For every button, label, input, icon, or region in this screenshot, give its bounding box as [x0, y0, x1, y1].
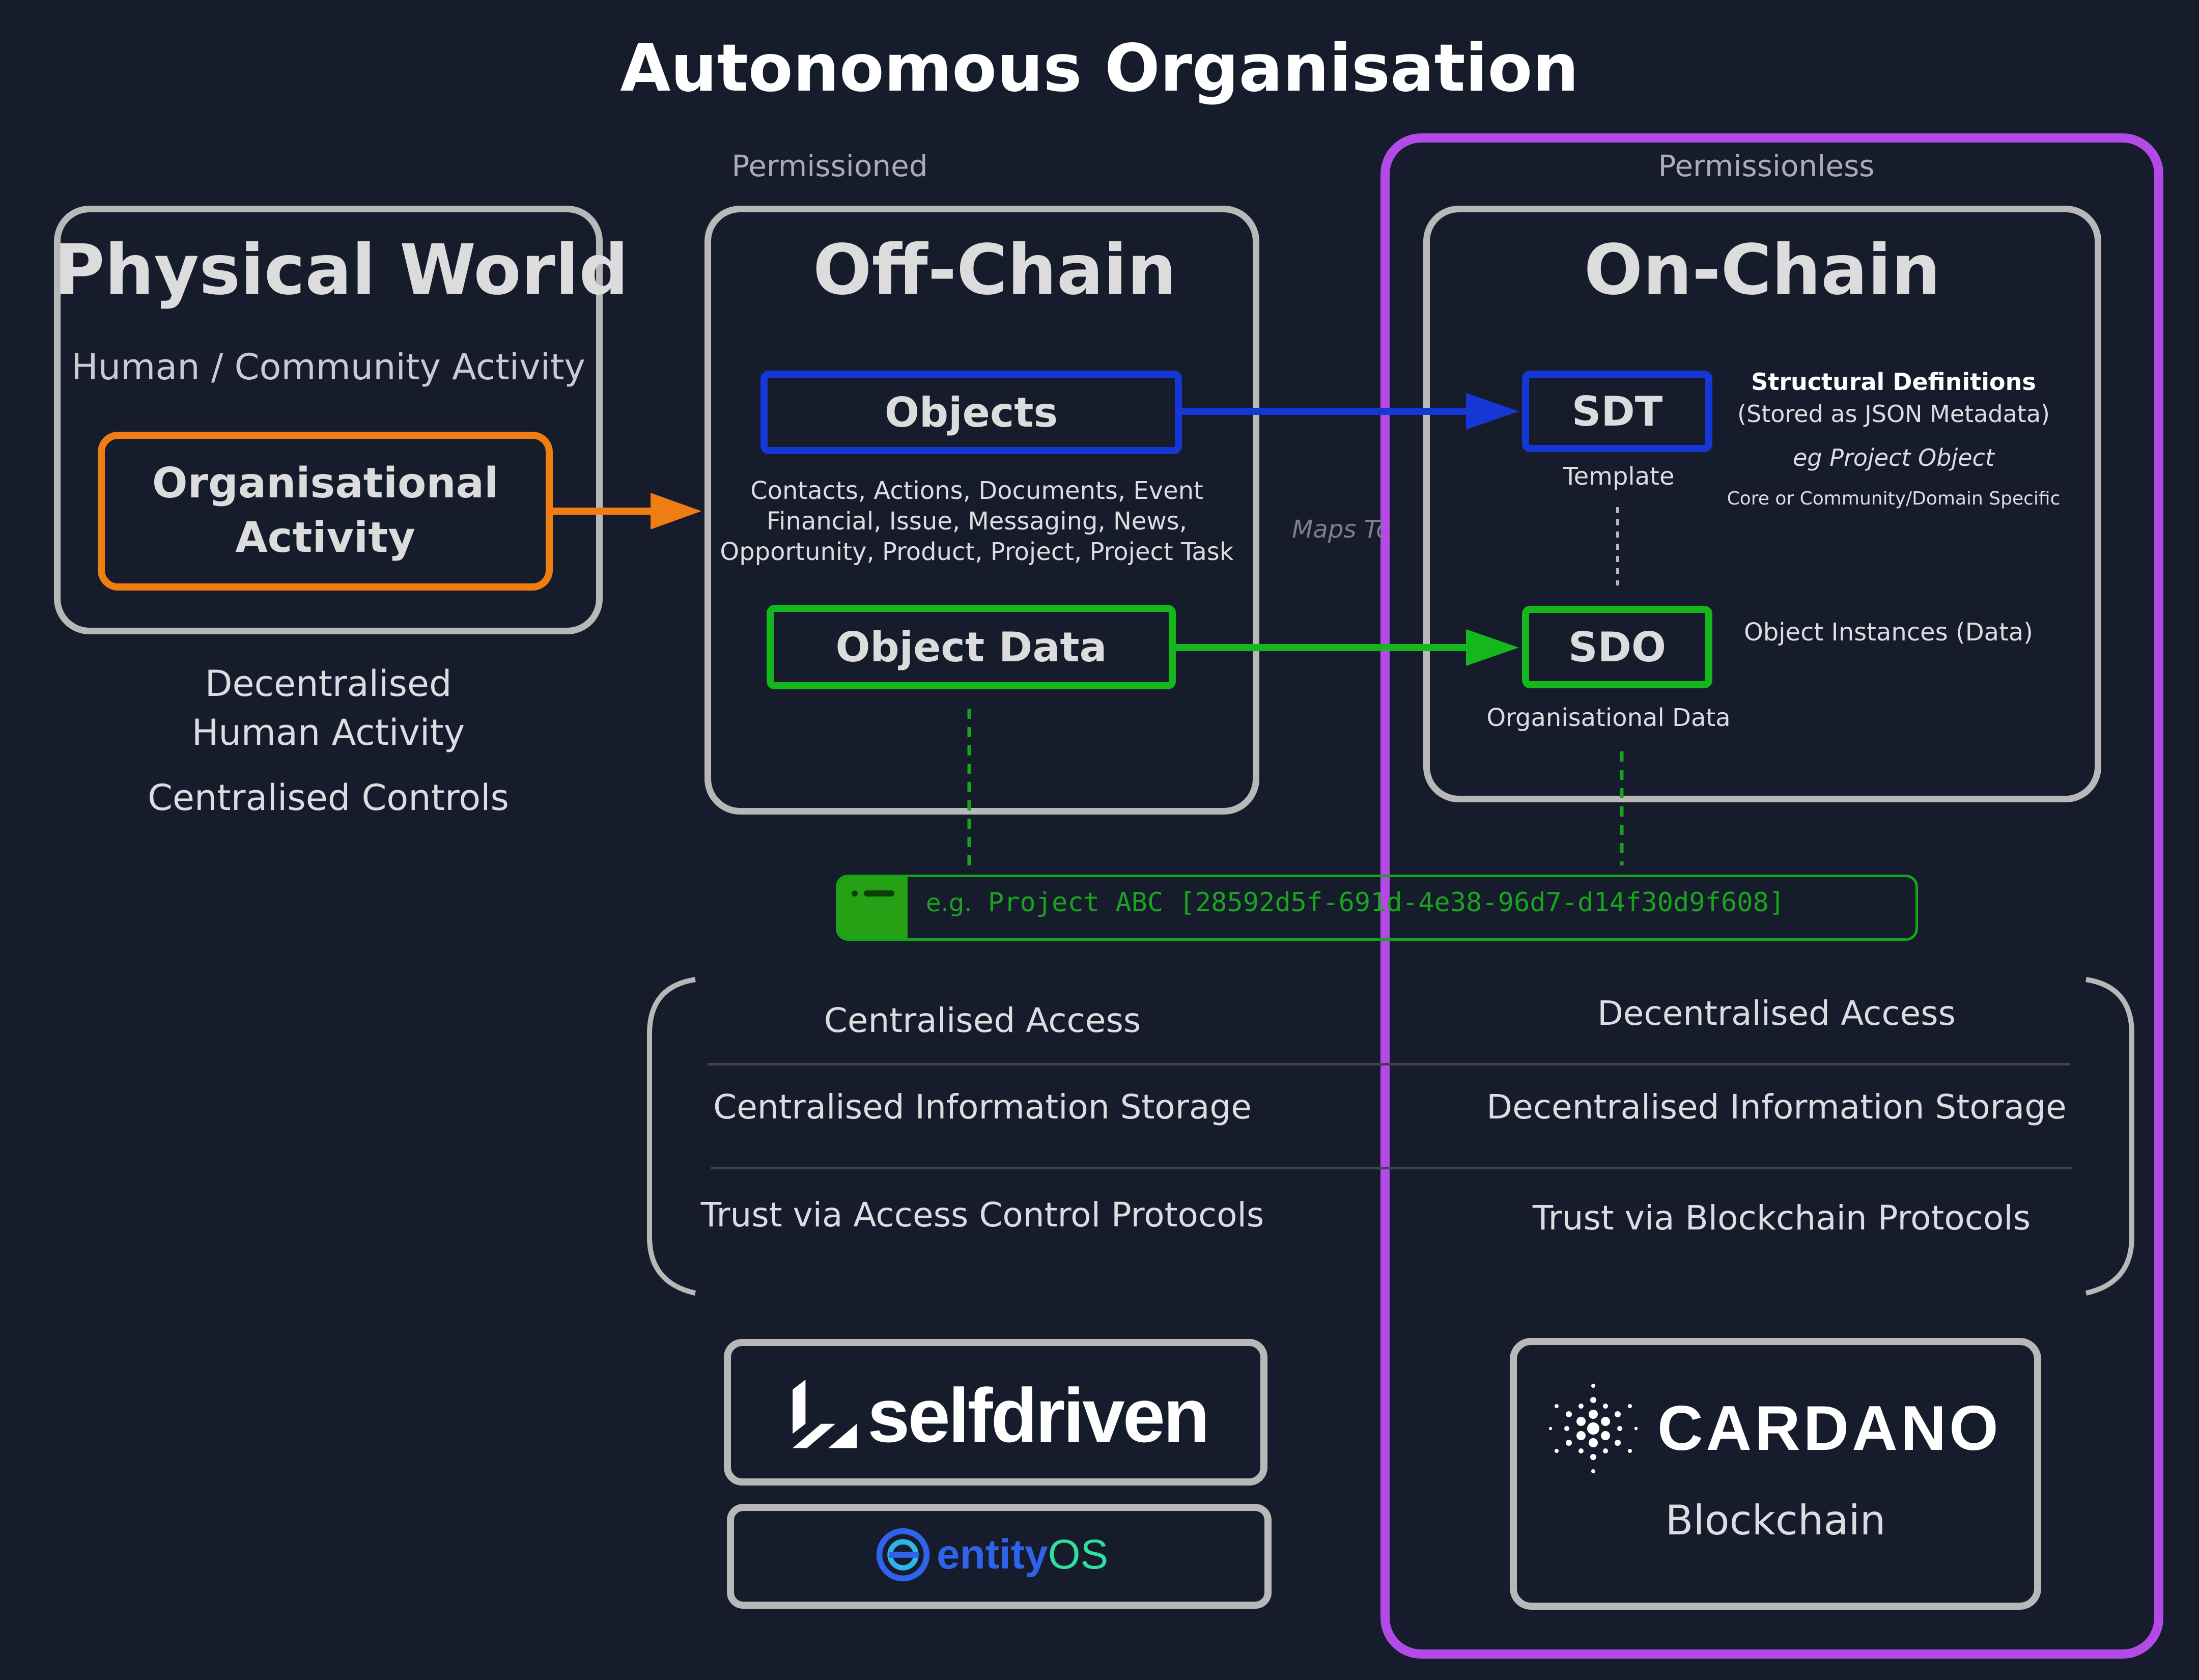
sdo-description: Object Instances (Data)	[1743, 618, 2034, 647]
sdt-box: SDT	[1522, 371, 1712, 452]
access-right-1: Decentralised Access	[1597, 994, 1956, 1033]
sdt-desc-example: eg Project Object	[1793, 444, 1994, 471]
selfdriven-box	[724, 1339, 1267, 1486]
objects-label: Objects	[884, 388, 1058, 436]
off-chain-heading: Off-Chain	[812, 230, 1177, 311]
cardano-logo-icon	[1548, 1384, 1638, 1473]
organisational-activity-line-2: Activity	[235, 514, 415, 562]
access-right-3: Trust via Blockchain Protocols	[1532, 1198, 2031, 1238]
organisational-activity-box: Organisational Activity	[98, 432, 553, 591]
access-left-2: Centralised Information Storage	[713, 1087, 1252, 1127]
object-data-label: Object Data	[835, 623, 1107, 671]
objects-list-2: Financial, Issue, Messaging, News,	[767, 507, 1187, 536]
access-left-1: Centralised Access	[824, 1001, 1141, 1040]
off-chain-box	[704, 206, 1259, 815]
zone-label-permissionless: Permissionless	[1658, 149, 1875, 183]
objects-box: Objects	[760, 371, 1182, 454]
objects-list-3: Opportunity, Product, Project, Project T…	[720, 538, 1234, 566]
example-text: e.g. Project ABC [28592d5f-691d-4e38-96d…	[926, 887, 1903, 918]
zone-label-permissioned: Permissioned	[731, 149, 928, 183]
note-centralised-controls: Centralised Controls	[147, 777, 510, 819]
terminal-icon	[838, 877, 908, 938]
selfdriven-logo-icon	[793, 1380, 857, 1448]
note-human-activity: Human Activity	[191, 712, 465, 753]
on-chain-heading: On-Chain	[1584, 230, 1941, 311]
organisational-activity-line-1: Organisational	[152, 459, 499, 508]
sdt-label: SDT	[1571, 387, 1663, 435]
example-value: Project ABC [28592d5f-691d-4e38-96d7-d14…	[988, 887, 1785, 918]
cardano-wordmark: CARDANO	[1657, 1393, 2001, 1464]
cardano-box	[1510, 1338, 2041, 1610]
sdo-box: SDO	[1522, 606, 1712, 688]
physical-world-heading: Physical World	[54, 230, 629, 311]
entityos-wordmark-suffix: OS	[1048, 1531, 1109, 1578]
physical-world-box	[54, 206, 603, 634]
selfdriven-wordmark: selfdriven	[867, 1372, 1210, 1458]
sdo-caption: Organisational Data	[1486, 704, 1731, 732]
permissionless-frame	[1380, 133, 2163, 1659]
entityos-wordmark-prefix: entity	[937, 1531, 1048, 1578]
orange-arrowhead	[651, 493, 701, 529]
access-divider-1	[708, 1063, 2070, 1066]
object-data-box: Object Data	[767, 605, 1176, 689]
cardano-caption: Blockchain	[1665, 1497, 1886, 1544]
page-title: Autonomous Organisation	[620, 31, 1579, 106]
sdt-desc-storage: (Stored as JSON Metadata)	[1737, 400, 2050, 428]
access-divider-2	[711, 1167, 2072, 1169]
note-decentralised: Decentralised	[205, 663, 452, 705]
entityos-logo-icon	[876, 1528, 930, 1582]
physical-world-subtitle: Human / Community Activity	[71, 346, 585, 388]
green-arrowhead	[1466, 629, 1519, 666]
example-bar: e.g. Project ABC [28592d5f-691d-4e38-96d…	[836, 875, 1918, 941]
sdt-desc-title: Structural Definitions	[1751, 368, 2036, 396]
example-prefix: e.g.	[926, 889, 972, 917]
entityos-box	[727, 1504, 1272, 1609]
access-left-3: Trust via Access Control Protocols	[700, 1195, 1264, 1235]
maps-to-label: Maps To	[1292, 515, 1385, 544]
access-left-bracket	[647, 977, 696, 1296]
blue-arrowhead	[1466, 393, 1519, 430]
objects-list-1: Contacts, Actions, Documents, Event	[750, 477, 1203, 505]
selfdriven-logo: selfdriven	[787, 1373, 1245, 1458]
access-right-2: Decentralised Information Storage	[1486, 1087, 2067, 1127]
sdo-label: SDO	[1568, 623, 1667, 671]
sdt-caption: Template	[1563, 462, 1675, 491]
access-right-bracket	[2085, 977, 2134, 1296]
sdt-description: Structural Definitions (Stored as JSON M…	[1721, 366, 2067, 512]
sdt-desc-scope: Core or Community/Domain Specific	[1727, 488, 2061, 509]
on-chain-box	[1423, 206, 2101, 802]
cardano-logo: CARDANO	[1542, 1383, 2021, 1474]
